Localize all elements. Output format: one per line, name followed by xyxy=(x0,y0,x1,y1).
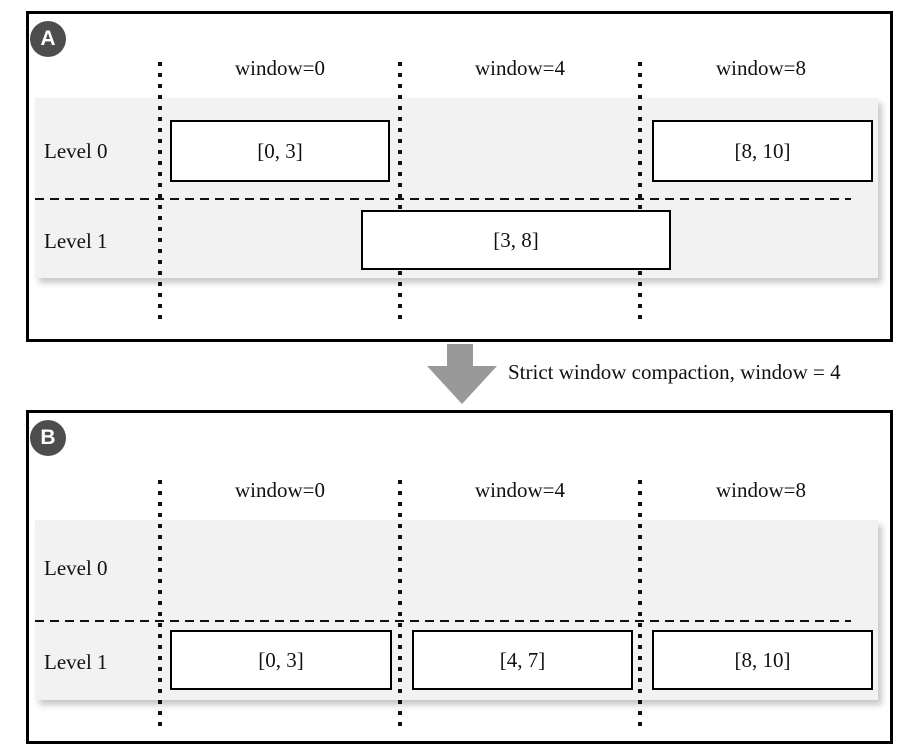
sstable-range-label: [8, 10] xyxy=(734,139,791,163)
window-divider-dotted-line xyxy=(158,480,162,732)
row-label-level-1: Level 1 xyxy=(44,229,108,253)
column-header-window-8: window=8 xyxy=(715,56,806,80)
panel-b: B window=0 window=4 window=8 Level 0 Lev… xyxy=(26,410,893,744)
column-header-window-4: window=4 xyxy=(474,478,565,502)
sstable-range-label: [3, 8] xyxy=(493,228,539,252)
column-header-window-0: window=0 xyxy=(234,478,325,502)
sstable-range-label: [4, 7] xyxy=(499,648,546,672)
column-header-window-4: window=4 xyxy=(474,56,565,80)
sstable-range-label: [0, 3] xyxy=(258,648,304,672)
sstable-box: [3, 8] xyxy=(361,210,671,270)
down-arrow-icon xyxy=(447,344,473,367)
sstable-box: [0, 3] xyxy=(170,630,392,690)
row-label-level-0: Level 0 xyxy=(44,139,108,163)
row-label-level-1: Level 1 xyxy=(44,650,108,674)
window-divider-dotted-line xyxy=(398,480,402,732)
level-divider-dashed-line xyxy=(35,620,851,622)
sstable-range-label: [0, 3] xyxy=(257,139,303,163)
row-label-level-0: Level 0 xyxy=(44,556,108,580)
transition-caption: Strict window compaction, window = 4 xyxy=(508,360,841,384)
window-divider-dotted-line xyxy=(638,480,642,732)
sstable-box: [8, 10] xyxy=(652,120,873,182)
column-header-window-0: window=0 xyxy=(234,56,325,80)
sstable-box: [8, 10] xyxy=(652,630,873,690)
panel-b-badge: B xyxy=(30,420,66,456)
window-divider-dotted-line xyxy=(398,62,402,324)
panel-a-badge-letter: A xyxy=(40,27,56,50)
level-divider-dashed-line xyxy=(35,198,851,200)
window-divider-dotted-line xyxy=(158,62,162,324)
sstable-box: [0, 3] xyxy=(170,120,390,182)
panel-a-badge: A xyxy=(30,21,66,57)
window-divider-dotted-line xyxy=(638,62,642,324)
down-arrow-icon xyxy=(427,366,497,404)
sstable-range-label: [8, 10] xyxy=(734,648,791,672)
sstable-box: [4, 7] xyxy=(412,630,633,690)
panel-a: A window=0 window=4 window=8 Level 0 Lev… xyxy=(26,11,893,342)
column-header-window-8: window=8 xyxy=(715,478,806,502)
panel-b-badge-letter: B xyxy=(40,426,56,449)
